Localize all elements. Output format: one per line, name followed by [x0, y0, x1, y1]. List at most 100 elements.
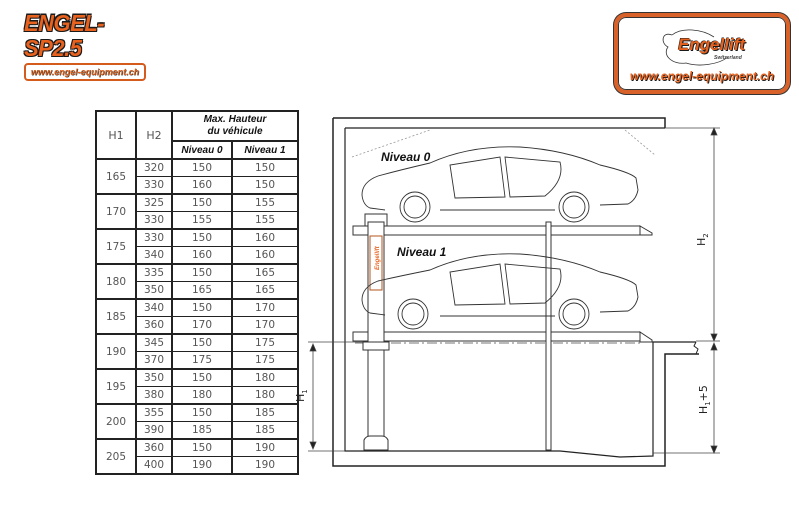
cell-level0: 190 — [171, 456, 233, 475]
cell-level1: 155 — [231, 193, 299, 212]
dim-h2-sub: 2 — [701, 233, 710, 238]
cell-h2: 400 — [135, 456, 173, 475]
dim-h2-text: H — [694, 237, 708, 246]
brand-url: www.engel-equipment.ch — [629, 69, 775, 83]
cell-h1: 170 — [95, 193, 137, 230]
cell-level1: 180 — [231, 386, 299, 405]
table-row: 400 190 190 — [96, 456, 299, 475]
cell-level0: 150 — [171, 403, 233, 422]
cell-level0: 185 — [171, 421, 233, 440]
cell-level1: 175 — [231, 333, 299, 352]
car-lower-icon — [361, 253, 639, 330]
table-row: 205 360 150 190 — [95, 438, 299, 475]
level0-label: Niveau 0 — [381, 150, 431, 164]
table-subheader-row: Niveau 0 Niveau 1 — [96, 140, 299, 160]
header-h1: H1 — [95, 110, 137, 160]
dim-h1-label: H1 — [294, 389, 309, 402]
header-max-height-line2: du véhicule — [207, 126, 263, 137]
cell-h2: 345 — [135, 333, 173, 352]
product-url-box: www.engel-equipment.ch — [24, 63, 146, 81]
table-row: 180 335 150 165 — [95, 263, 299, 300]
cell-h2: 320 — [135, 158, 173, 177]
cell-level0: 150 — [171, 333, 233, 352]
cell-level1: 170 — [231, 298, 299, 317]
swoosh-icon — [662, 29, 729, 66]
header-max-height-line1: Max. Hauteur — [203, 114, 267, 125]
dim-h1-sub: 1 — [300, 389, 309, 394]
cell-level1: 185 — [231, 421, 299, 440]
cell-h2: 340 — [135, 246, 173, 265]
cell-level1: 190 — [231, 438, 299, 457]
cell-level0: 160 — [171, 176, 233, 195]
cell-level0: 160 — [171, 246, 233, 265]
cell-level0: 170 — [171, 316, 233, 335]
table-row: 390 185 185 — [96, 421, 299, 440]
cell-level0: 150 — [171, 263, 233, 282]
cell-h2: 330 — [135, 176, 173, 195]
brand-subtitle: Switzerland — [714, 55, 742, 61]
cell-level0: 150 — [171, 193, 233, 212]
cell-h2: 380 — [135, 386, 173, 405]
cell-h2: 350 — [135, 281, 173, 300]
cell-h1: 185 — [95, 298, 137, 335]
dim-h1-plus-suffix: +5 — [696, 385, 710, 402]
table-row: 330 155 155 — [96, 211, 299, 230]
cell-level0: 150 — [171, 298, 233, 317]
cell-level0: 175 — [171, 351, 233, 370]
dim-h1-text: H — [293, 393, 307, 402]
product-title: ENGEL-SP2.5 — [24, 9, 105, 62]
cell-h1: 175 — [95, 228, 137, 265]
cell-level1: 180 — [231, 368, 299, 387]
dim-h2-label: H2 — [695, 233, 710, 246]
cell-level0: 150 — [171, 368, 233, 387]
cell-h2: 360 — [135, 438, 173, 457]
product-logo: ENGEL-SP2.5 www.engel-equipment.ch — [24, 9, 150, 81]
cell-h2: 355 — [135, 403, 173, 422]
cell-h2: 335 — [135, 263, 173, 282]
cell-level0: 150 — [171, 438, 233, 457]
dim-h1-plus5-label: H1+5 — [697, 385, 712, 414]
table-row: 175 330 150 160 — [95, 228, 299, 265]
header-h2: H2 — [135, 110, 173, 160]
table-row: 165 320 150 150 — [95, 158, 299, 195]
cell-h2: 350 — [135, 368, 173, 387]
cell-level1: 170 — [231, 316, 299, 335]
table-row: 185 340 150 170 — [95, 298, 299, 335]
cell-level1: 165 — [231, 281, 299, 300]
cell-h1: 205 — [95, 438, 137, 475]
table-row: 170 325 150 155 — [95, 193, 299, 230]
header-level1: Niveau 1 — [231, 140, 299, 160]
column-badge-icon: Engellift — [369, 235, 383, 291]
cell-h2: 360 — [135, 316, 173, 335]
cell-h2: 330 — [135, 228, 173, 247]
cell-level1: 160 — [231, 228, 299, 247]
table-row: 195 350 150 180 — [95, 368, 299, 405]
cell-h1: 200 — [95, 403, 137, 440]
cell-level1: 160 — [231, 246, 299, 265]
brand-logo: Engellift Switzerland www.engel-equipmen… — [614, 13, 790, 94]
cell-level1: 175 — [231, 351, 299, 370]
cell-level1: 155 — [231, 211, 299, 230]
table-row: 200 355 150 185 — [95, 403, 299, 440]
cell-h2: 340 — [135, 298, 173, 317]
dim-h1-plus-sub: 1 — [704, 401, 713, 406]
cell-h2: 370 — [135, 351, 173, 370]
cell-level1: 150 — [231, 176, 299, 195]
cell-level0: 150 — [171, 158, 233, 177]
cell-h1: 180 — [95, 263, 137, 300]
cell-level0: 165 — [171, 281, 233, 300]
dim-h1-plus-text: H — [696, 405, 710, 415]
cell-h1: 165 — [95, 158, 137, 195]
header-level0: Niveau 0 — [171, 140, 233, 160]
cell-level1: 185 — [231, 403, 299, 422]
cell-level0: 180 — [171, 386, 233, 405]
cell-h1: 190 — [95, 333, 137, 370]
cell-level0: 155 — [171, 211, 233, 230]
header-max-height: Max. Hauteur du véhicule — [171, 110, 299, 142]
dimensions-table: H1 H2 Max. Hauteur du véhicule Niveau 0 … — [95, 110, 299, 475]
cell-h2: 325 — [135, 193, 173, 212]
level1-label: Niveau 1 — [397, 245, 447, 259]
cell-level1: 150 — [231, 158, 299, 177]
cell-h2: 390 — [135, 421, 173, 440]
table-header-row: H1 H2 Max. Hauteur du véhicule — [95, 110, 299, 160]
